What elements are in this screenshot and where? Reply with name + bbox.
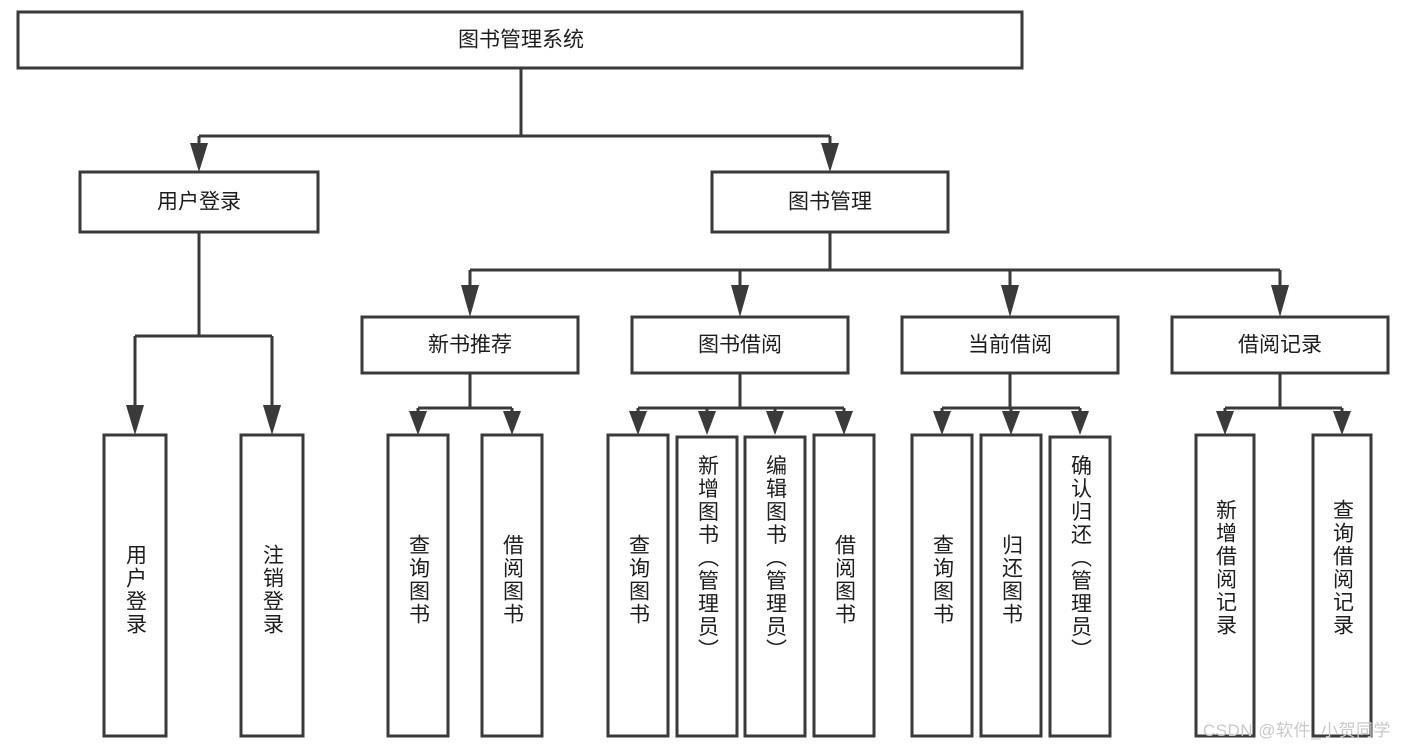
node-leaf-query-borrow-record[interactable]: 查询借阅记录 — [1311, 433, 1373, 738]
node-label-leaf-recommend-borrow-book: 借阅图书 — [501, 534, 525, 626]
node-label-book-management: 图书管理 — [788, 191, 872, 214]
node-box-leaf-recommend-borrow-book — [480, 433, 544, 738]
connector-layer — [126, 68, 1351, 435]
node-leaf-confirm-return-admin[interactable]: 确认归还（管理员） — [1048, 435, 1112, 738]
node-box-user-login — [78, 170, 320, 234]
node-box-leaf-logout — [239, 433, 305, 738]
node-box-book-borrow — [630, 315, 850, 375]
node-user-login[interactable]: 用户登录 — [78, 170, 320, 234]
arrow-recommend-leaf-2 — [503, 411, 521, 435]
node-box-leaf-edit-book-admin — [743, 435, 807, 738]
node-book-borrow[interactable]: 图书借阅 — [630, 315, 850, 375]
node-leaf-recommend-query-book[interactable]: 查询图书 — [386, 433, 450, 738]
node-label-leaf-confirm-return-admin: 确认归还（管理员） — [1069, 455, 1093, 662]
node-box-leaf-confirm-return-admin — [1048, 435, 1112, 738]
arrow-user-login-leaf-2 — [263, 405, 281, 435]
node-label-leaf-query-borrow-record: 查询借阅记录 — [1331, 499, 1355, 637]
node-leaf-user-login[interactable]: 用户登录 — [102, 433, 168, 738]
node-leaf-borrow-query-book[interactable]: 查询图书 — [606, 433, 670, 738]
node-label-leaf-return-book: 归还图书 — [1000, 534, 1024, 626]
node-label-leaf-add-book-admin: 新增图书（管理员） — [696, 455, 720, 662]
arrow-current-leaf-1 — [933, 411, 951, 435]
node-label-current-borrow: 当前借阅 — [968, 334, 1052, 357]
node-box-leaf-return-book — [979, 433, 1043, 738]
node-box-current-borrow — [900, 315, 1120, 375]
node-current-borrow[interactable]: 当前借阅 — [900, 315, 1120, 375]
arrow-to-new-book-recommend — [461, 285, 479, 317]
arrow-record-leaf-1 — [1216, 411, 1234, 435]
node-leaf-return-book[interactable]: 归还图书 — [979, 433, 1043, 738]
node-book-management[interactable]: 图书管理 — [710, 170, 950, 234]
node-label-leaf-borrow-query-book: 查询图书 — [627, 534, 651, 626]
node-box-leaf-current-query-book — [910, 433, 974, 738]
node-box-leaf-borrow-query-book — [606, 433, 670, 738]
node-leaf-edit-book-admin[interactable]: 编辑图书（管理员） — [743, 435, 807, 738]
arrow-current-leaf-3 — [1071, 411, 1089, 435]
arrow-borrow-leaf-4 — [835, 411, 853, 435]
node-leaf-logout[interactable]: 注销登录 — [239, 433, 305, 738]
node-box-leaf-add-borrow-record — [1194, 433, 1256, 738]
arrow-root-to-user-login — [190, 143, 208, 172]
node-box-leaf-add-book-admin — [675, 435, 739, 738]
node-new-book-recommend[interactable]: 新书推荐 — [360, 315, 580, 375]
node-box-leaf-recommend-query-book — [386, 433, 450, 738]
node-label-leaf-borrow-book: 借阅图书 — [833, 534, 857, 626]
node-label-borrow-record: 借阅记录 — [1238, 334, 1322, 357]
arrow-to-borrow-record — [1271, 285, 1289, 317]
arrow-root-to-book-mgmt — [821, 143, 839, 172]
node-box-new-book-recommend — [360, 315, 580, 375]
node-label-leaf-edit-book-admin: 编辑图书（管理员） — [764, 455, 788, 662]
node-label-new-book-recommend: 新书推荐 — [428, 334, 512, 357]
arrow-to-current-borrow — [1001, 285, 1019, 317]
arrow-user-login-leaf-1 — [126, 405, 144, 435]
node-leaf-current-query-book[interactable]: 查询图书 — [910, 433, 974, 738]
arrow-recommend-leaf-1 — [409, 411, 427, 435]
node-root-system[interactable]: 图书管理系统 — [16, 10, 1024, 70]
node-box-leaf-user-login — [102, 433, 168, 738]
node-leaf-add-borrow-record[interactable]: 新增借阅记录 — [1194, 433, 1256, 738]
node-label-user-login: 用户登录 — [157, 191, 241, 214]
node-label-leaf-user-login: 用户登录 — [124, 544, 148, 636]
arrow-record-leaf-2 — [1333, 411, 1351, 435]
node-borrow-record[interactable]: 借阅记录 — [1170, 315, 1390, 375]
node-label-leaf-current-query-book: 查询图书 — [931, 534, 955, 626]
arrow-borrow-leaf-2 — [698, 411, 716, 435]
node-box-root — [16, 10, 1024, 70]
arrow-borrow-leaf-1 — [629, 411, 647, 435]
node-box-borrow-record — [1170, 315, 1390, 375]
node-box-leaf-borrow-book — [812, 433, 876, 738]
node-label-leaf-recommend-query-book: 查询图书 — [407, 534, 431, 626]
node-label-root: 图书管理系统 — [458, 29, 584, 52]
node-label-book-borrow: 图书借阅 — [698, 334, 782, 357]
node-leaf-recommend-borrow-book[interactable]: 借阅图书 — [480, 433, 544, 738]
node-label-leaf-add-borrow-record: 新增借阅记录 — [1214, 499, 1238, 637]
node-leaf-borrow-book[interactable]: 借阅图书 — [812, 433, 876, 738]
arrow-to-book-borrow — [731, 285, 749, 317]
arrow-current-leaf-2 — [1002, 411, 1020, 435]
watermark-text: CSDN @软件_小贺同学 — [1202, 721, 1391, 740]
node-box-leaf-query-borrow-record — [1311, 433, 1373, 738]
node-label-leaf-logout: 注销登录 — [261, 544, 285, 636]
node-box-book-management — [710, 170, 950, 234]
arrow-borrow-leaf-3 — [766, 411, 784, 435]
node-leaf-add-book-admin[interactable]: 新增图书（管理员） — [675, 435, 739, 738]
